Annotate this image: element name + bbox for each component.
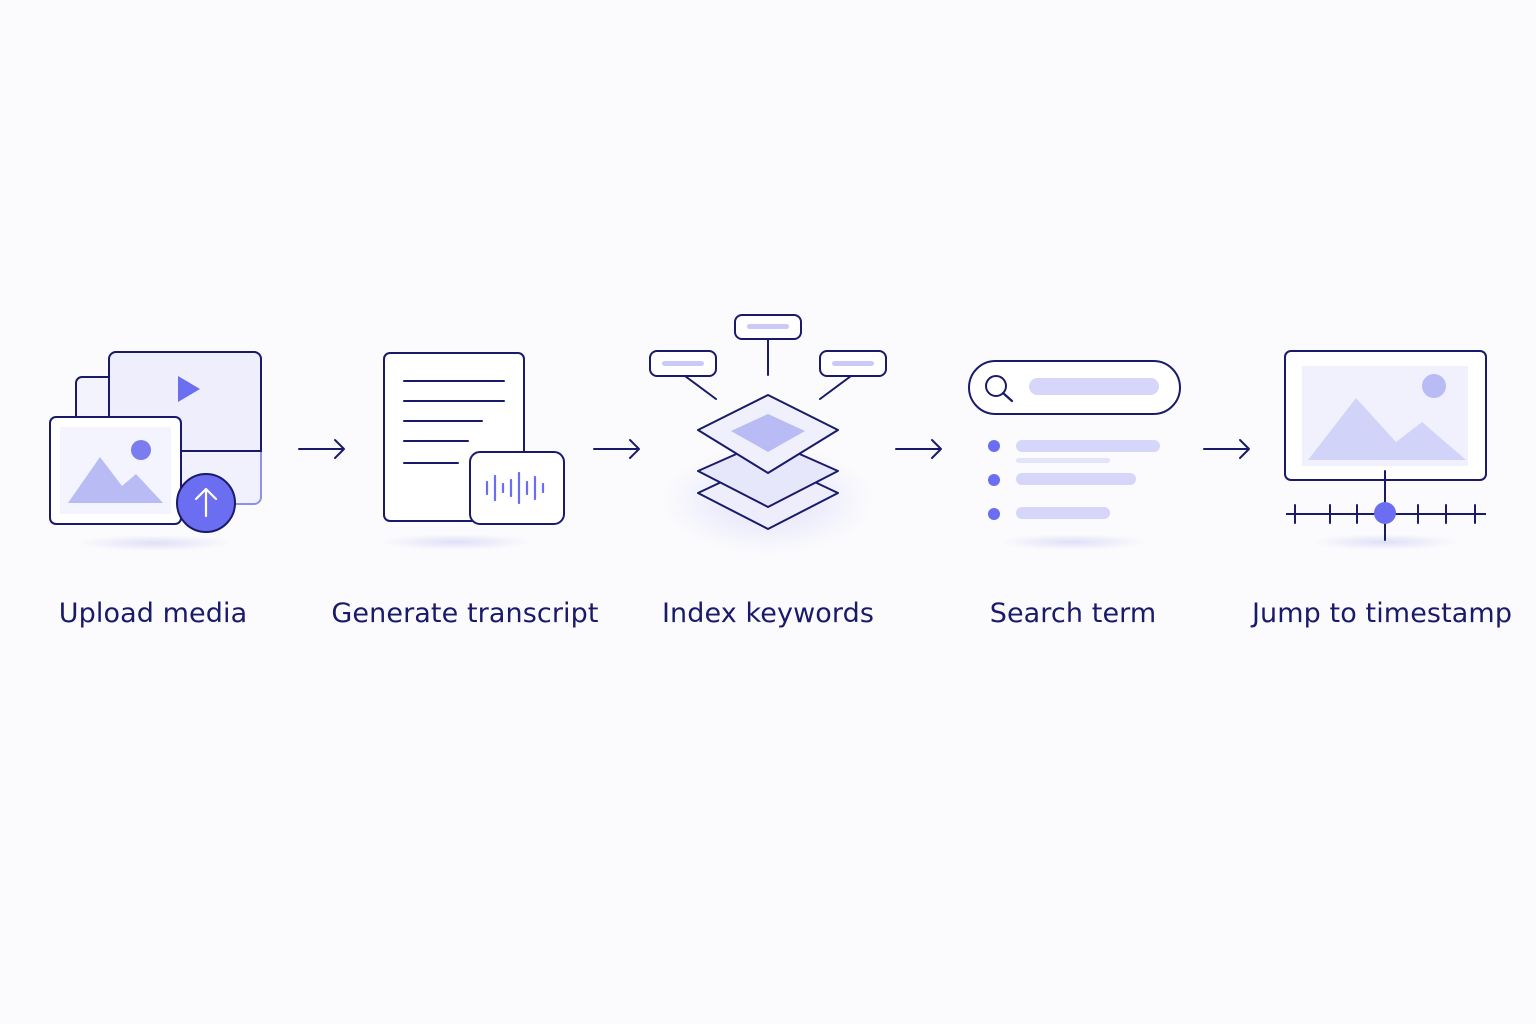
arrow-right-icon xyxy=(895,439,942,459)
transcript-waveform-icon xyxy=(380,352,565,550)
upload-media-icon xyxy=(49,351,262,551)
arrow-right-icon xyxy=(1203,439,1250,459)
search-results-icon xyxy=(968,360,1181,550)
step-label-generate-transcript: Generate transcript xyxy=(331,598,599,629)
arrow-right-icon xyxy=(593,439,640,459)
step-label-upload-media: Upload media xyxy=(58,598,248,629)
timeline-scrubber-icon xyxy=(1284,350,1487,550)
layered-index-icon xyxy=(649,314,887,555)
step-label-index-keywords: Index keywords xyxy=(661,598,875,629)
step-label-jump-to-timestamp: Jump to timestamp xyxy=(1251,598,1513,629)
step-label-search-term: Search term xyxy=(989,598,1157,629)
arrow-right-icon xyxy=(298,439,345,459)
